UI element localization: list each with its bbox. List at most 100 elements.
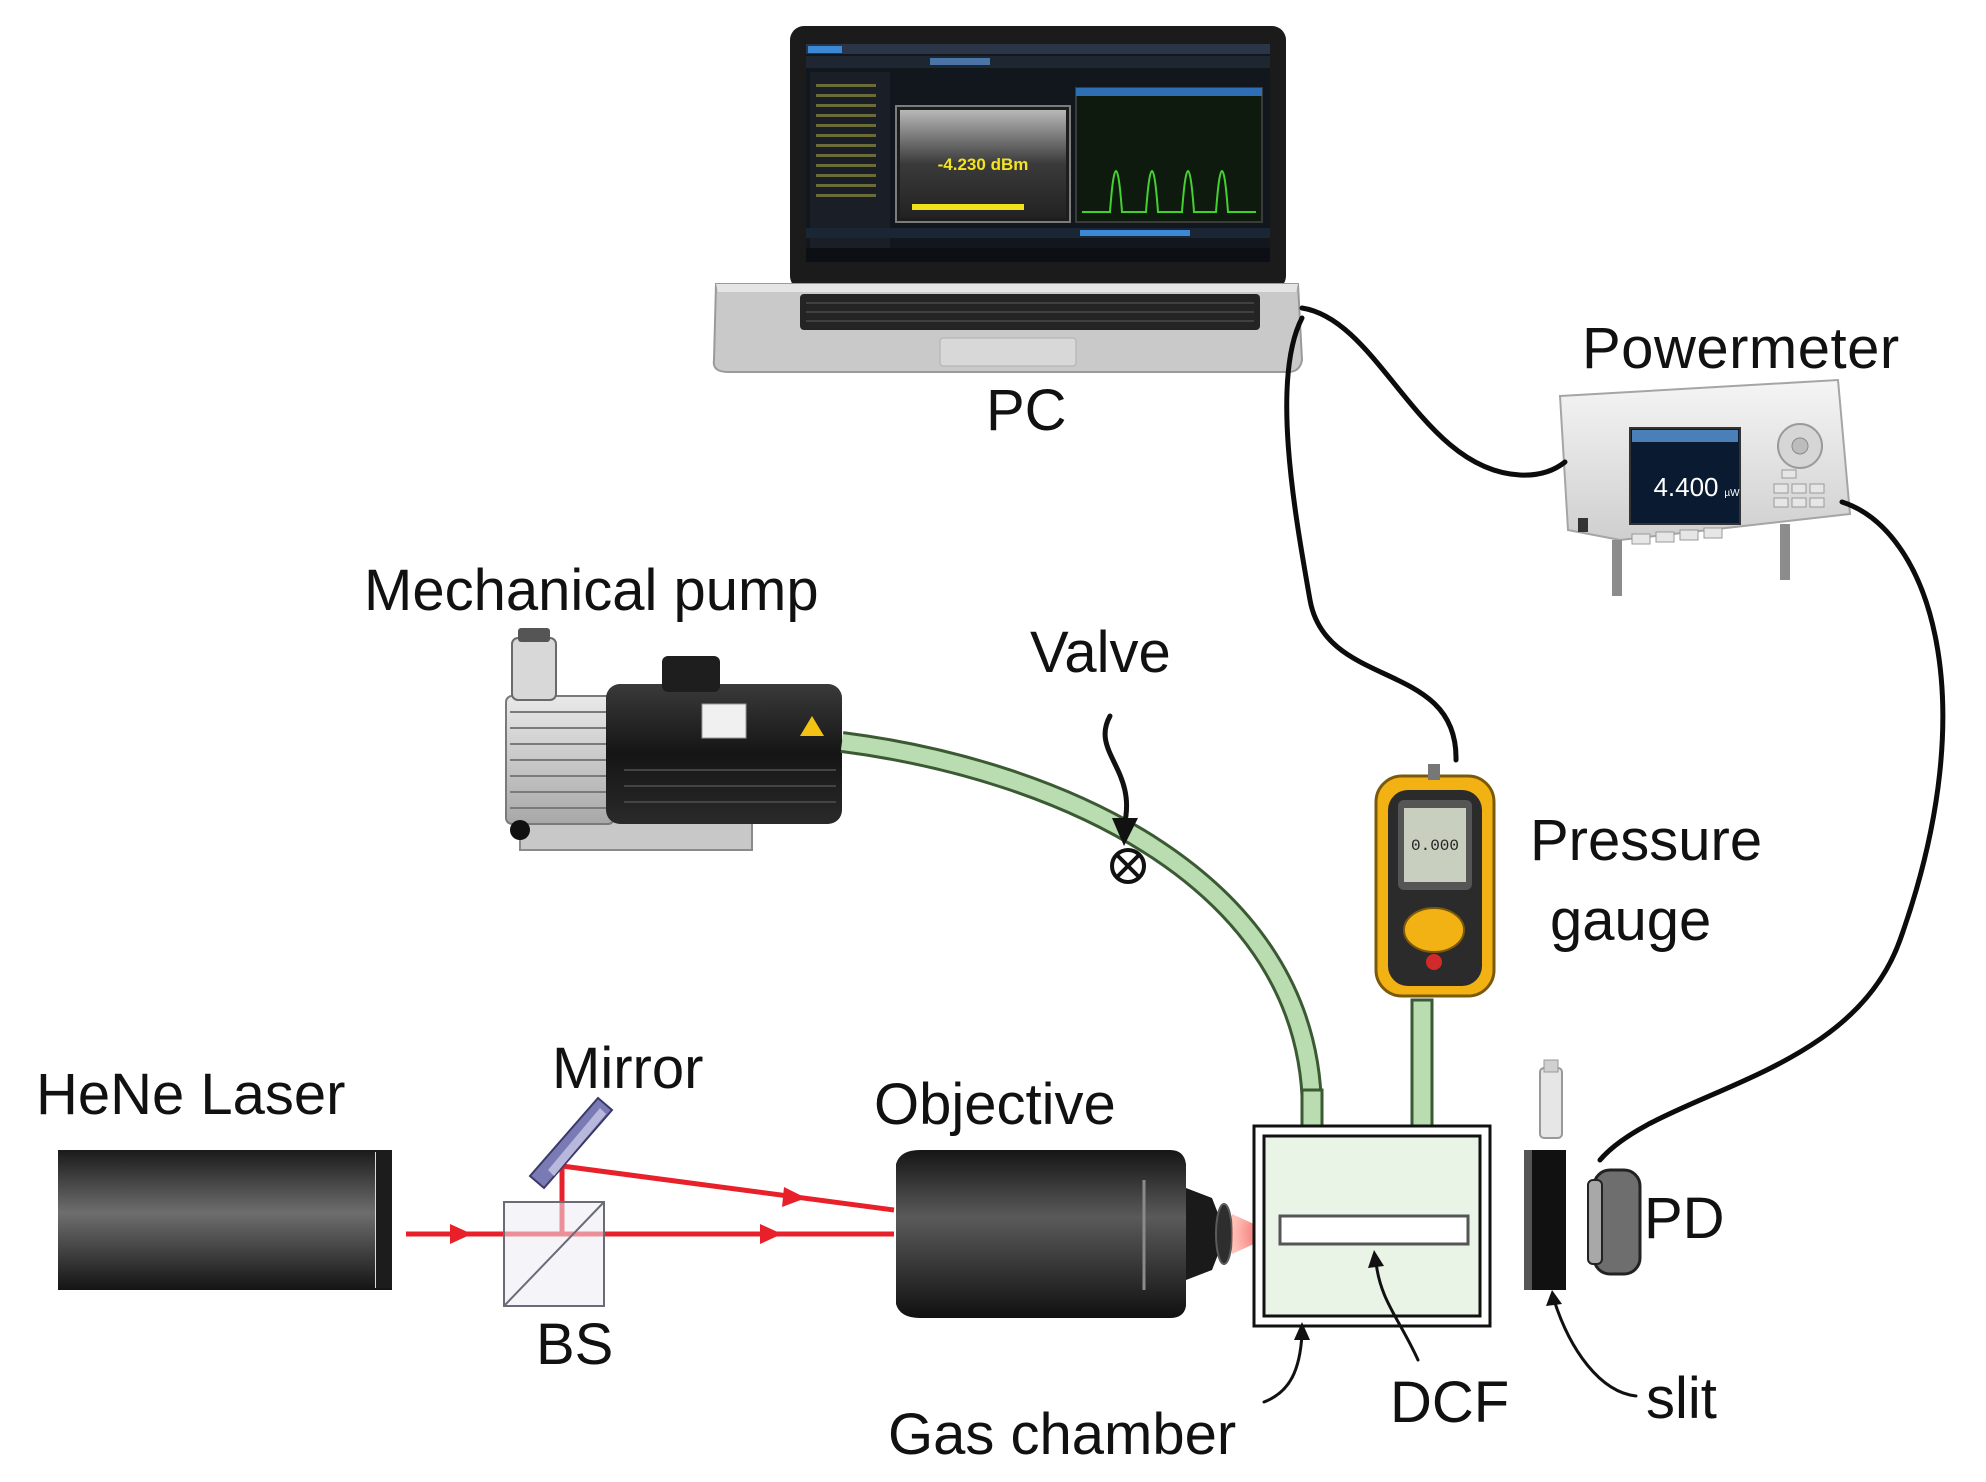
slit-pointer-icon [1552, 1298, 1638, 1398]
screen-level-bar [912, 204, 1024, 210]
beam-arrows [450, 1187, 806, 1244]
valve [1102, 713, 1146, 884]
beam-arrow-1 [450, 1224, 472, 1244]
pump-label [701, 703, 747, 739]
hene-laser [58, 1150, 392, 1290]
screen-left-panel-rows [816, 84, 876, 197]
gauge-reading: 0.000 [1411, 837, 1459, 855]
valve-cross-b [1115, 853, 1141, 879]
cables [1284, 305, 1946, 1163]
label-mirror: Mirror [552, 1036, 704, 1101]
screen-reading-panel [900, 110, 1066, 218]
powermeter-reading: 4.400 [1653, 472, 1718, 502]
pump-knob [510, 820, 530, 840]
pointer-arrowheads [1294, 1250, 1562, 1340]
laser-body [58, 1150, 392, 1290]
powermeter-legs [1612, 524, 1790, 596]
objective-lens [1215, 1203, 1233, 1265]
pump-motor-ribs [624, 769, 836, 803]
screen-title-bar [806, 44, 1270, 54]
objective-body [896, 1150, 1186, 1318]
label-bs: BS [536, 1312, 614, 1377]
powermeter-buttons [1631, 469, 1825, 545]
screen-reading-text: -4.230 dBm [938, 155, 1029, 174]
label-hene-laser: HeNe Laser [36, 1062, 346, 1127]
slit-micrometer-cap [1543, 1059, 1559, 1073]
gauge-keypad [1403, 907, 1465, 953]
screen-toolbar [806, 56, 1270, 68]
powermeter: 4.400 µW [1558, 378, 1852, 596]
powermeter-unit: µW [1724, 488, 1740, 499]
laptop-trackpad [939, 337, 1077, 367]
label-gas-chamber: Gas chamber [888, 1402, 1237, 1467]
bs-diagonal [503, 1201, 605, 1307]
pump-oil-cup [511, 637, 557, 701]
gas-chamber [1252, 1124, 1492, 1328]
label-pc: PC [986, 378, 1067, 443]
beam-mirror-to-objective [561, 1163, 895, 1213]
label-mechanical-pump: Mechanical pump [364, 558, 819, 623]
pump-handle [662, 656, 720, 692]
slit-micrometer [1539, 1067, 1563, 1139]
cable-pc-to-powermeter [1299, 305, 1568, 478]
slit [1524, 1059, 1566, 1290]
beam-arrow-2 [760, 1224, 782, 1244]
tube-gauge-to-chamber [1410, 998, 1434, 1130]
beam-splitter [503, 1201, 605, 1307]
label-powermeter: Powermeter [1582, 316, 1900, 381]
label-gauge: gauge [1550, 888, 1712, 953]
screen-toolbar-highlight [930, 58, 990, 65]
mirror-face [548, 1108, 606, 1176]
objective-nose [1186, 1188, 1226, 1280]
slit-holder [1530, 1150, 1566, 1290]
pump-oil-cap [518, 628, 550, 642]
label-slit: slit [1646, 1366, 1717, 1431]
tube-chamber-stub-left [1300, 1088, 1324, 1130]
tube-pump-to-chamber [840, 734, 1320, 1111]
pointer-arrows [1262, 1260, 1638, 1404]
mirror [528, 1096, 614, 1190]
screen-status-bar [806, 228, 1270, 238]
mechanical-pump [505, 628, 842, 851]
pump-warning-icon [800, 716, 824, 736]
laser-output-cap [376, 1152, 392, 1288]
slit-edge [1524, 1150, 1532, 1290]
powermeter-screen-header [1632, 430, 1738, 442]
label-valve: Valve [1030, 620, 1171, 685]
cable-powermeter-to-pd [1597, 499, 1946, 1163]
gauge-display [1404, 808, 1466, 882]
screen-trace-line [1082, 170, 1256, 213]
vacuum-tube [840, 731, 1434, 1130]
screen-tab-active [808, 46, 842, 53]
label-pd: PD [1644, 1186, 1725, 1251]
cable-pc-to-gauge [1284, 315, 1459, 763]
label-dcf: DCF [1390, 1370, 1510, 1435]
laptop-base-highlight [716, 284, 1298, 292]
laser-beams [406, 1163, 895, 1237]
pump-fin-lines [510, 711, 610, 809]
gas-chamber-pointer-icon [1262, 1332, 1304, 1404]
label-pressure: Pressure [1530, 808, 1763, 873]
powermeter-screen [1629, 427, 1741, 525]
screen-left-panel [810, 72, 890, 254]
pressure-gauge: 0.000 [1374, 764, 1496, 998]
photodetector [1587, 1168, 1642, 1276]
valve-pointer-arrowhead [1112, 818, 1138, 846]
label-objective: Objective [874, 1072, 1116, 1137]
gauge-top-cap [1428, 764, 1440, 780]
valve-pointer-arrow-icon [1102, 713, 1130, 829]
laptop-keys [806, 302, 1254, 322]
pump-motor [606, 684, 842, 824]
dcf-fiber [1278, 1214, 1470, 1246]
beam-arrow-3 [782, 1187, 806, 1207]
screen-progress [1080, 230, 1190, 236]
dcf-pointer-icon [1374, 1260, 1420, 1362]
powermeter-nav-center [1791, 437, 1809, 455]
laptop-pc: -4.230 dBm [712, 26, 1304, 373]
objective [896, 1150, 1276, 1318]
screen-taskbar [806, 248, 1270, 262]
screen-trace-header [1076, 88, 1262, 96]
screen-trace-panel [1075, 87, 1263, 223]
